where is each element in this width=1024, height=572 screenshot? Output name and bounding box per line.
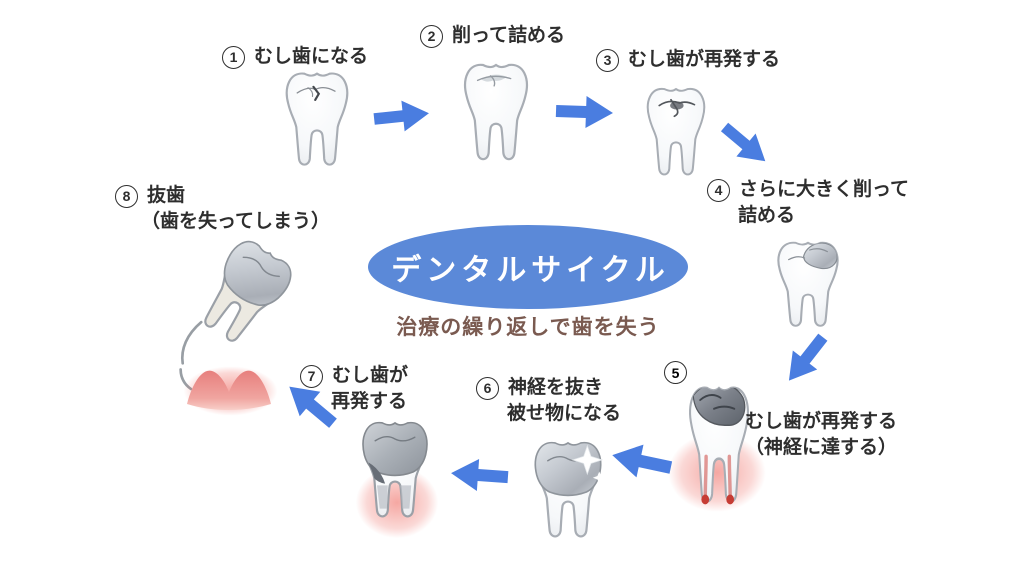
step-1-label: 1 むし歯になる: [222, 44, 368, 70]
step-1-number-badge: 1: [222, 45, 245, 69]
step-8-number-badge: 8: [115, 184, 138, 208]
step-8-text-line2: （歯を失ってしまう）: [141, 211, 331, 232]
cycle-title-ellipse: デンタルサイクル: [368, 225, 688, 309]
step-7-text-line1: むし歯が: [332, 365, 409, 386]
flow-arrow-1-2-icon: [372, 93, 434, 139]
step-3-number-badge: 3: [596, 48, 619, 72]
step-5-text-line2: （神経に達する）: [745, 437, 898, 458]
flow-arrow-5-6-icon: [602, 433, 677, 488]
sparkle-icon: [571, 444, 604, 476]
tooth-crowned-icon: [522, 434, 614, 550]
step-4-text-line1: さらに大きく削って: [739, 179, 910, 200]
tooth-crown-recavity-icon: [350, 414, 440, 530]
flow-arrow-3-4-icon: [712, 112, 779, 177]
tooth-cavity-icon: [272, 64, 362, 178]
step-6-label: 6 神経を抜き 被せ物になる: [476, 375, 621, 427]
flow-arrow-4-5-icon: [771, 325, 838, 395]
gum-socket-icon: [182, 352, 280, 410]
tooth-filled-icon: [450, 55, 542, 173]
step-2-number-badge: 2: [420, 24, 443, 48]
step-1-text: むし歯になる: [254, 46, 369, 67]
step-7-text-line2: 再発する: [331, 391, 408, 412]
step-3-label: 3 むし歯が再発する: [596, 47, 780, 73]
step-4-label: 4 さらに大きく削って 詰める: [707, 177, 909, 229]
step-3-text: むし歯が再発する: [628, 49, 781, 70]
extracted-tooth-icon: [172, 220, 313, 369]
step-7-number-badge: 7: [300, 364, 323, 388]
step-2-label: 2 削って詰める: [420, 23, 565, 49]
cycle-subtitle: 治療の繰り返しで歯を失う: [396, 316, 660, 339]
cycle-title: デンタルサイクル: [391, 254, 670, 287]
step-6-text-line1: 神経を抜き: [508, 377, 604, 398]
flow-arrow-2-3-icon: [555, 91, 616, 133]
tooth-deep-cavity-icon: [676, 376, 762, 518]
step-2-text: 削って詰める: [452, 25, 566, 46]
tooth-large-filling-icon: [764, 234, 852, 338]
step-6-text-line2: 被せ物になる: [507, 403, 622, 424]
step-5-number-badge: 5: [664, 361, 687, 384]
flow-arrow-6-7-icon: [445, 453, 512, 497]
step-5-text-line1: むし歯が再発する: [745, 411, 898, 432]
step-4-text-line2: 詰める: [738, 205, 796, 226]
tooth-recavity-icon: [634, 80, 718, 187]
step-7-label: 7 むし歯が 再発する: [300, 363, 408, 415]
step-8-text-line1: 抜歯: [147, 185, 186, 206]
flow-arrow-7-8-icon: [274, 369, 346, 438]
step-5-label: むし歯が再発する （神経に達する）: [745, 409, 897, 461]
step-6-number-badge: 6: [476, 376, 499, 400]
step-4-number-badge: 4: [707, 178, 730, 202]
step-8-label: 8 抜歯 （歯を失ってしまう）: [115, 183, 330, 235]
